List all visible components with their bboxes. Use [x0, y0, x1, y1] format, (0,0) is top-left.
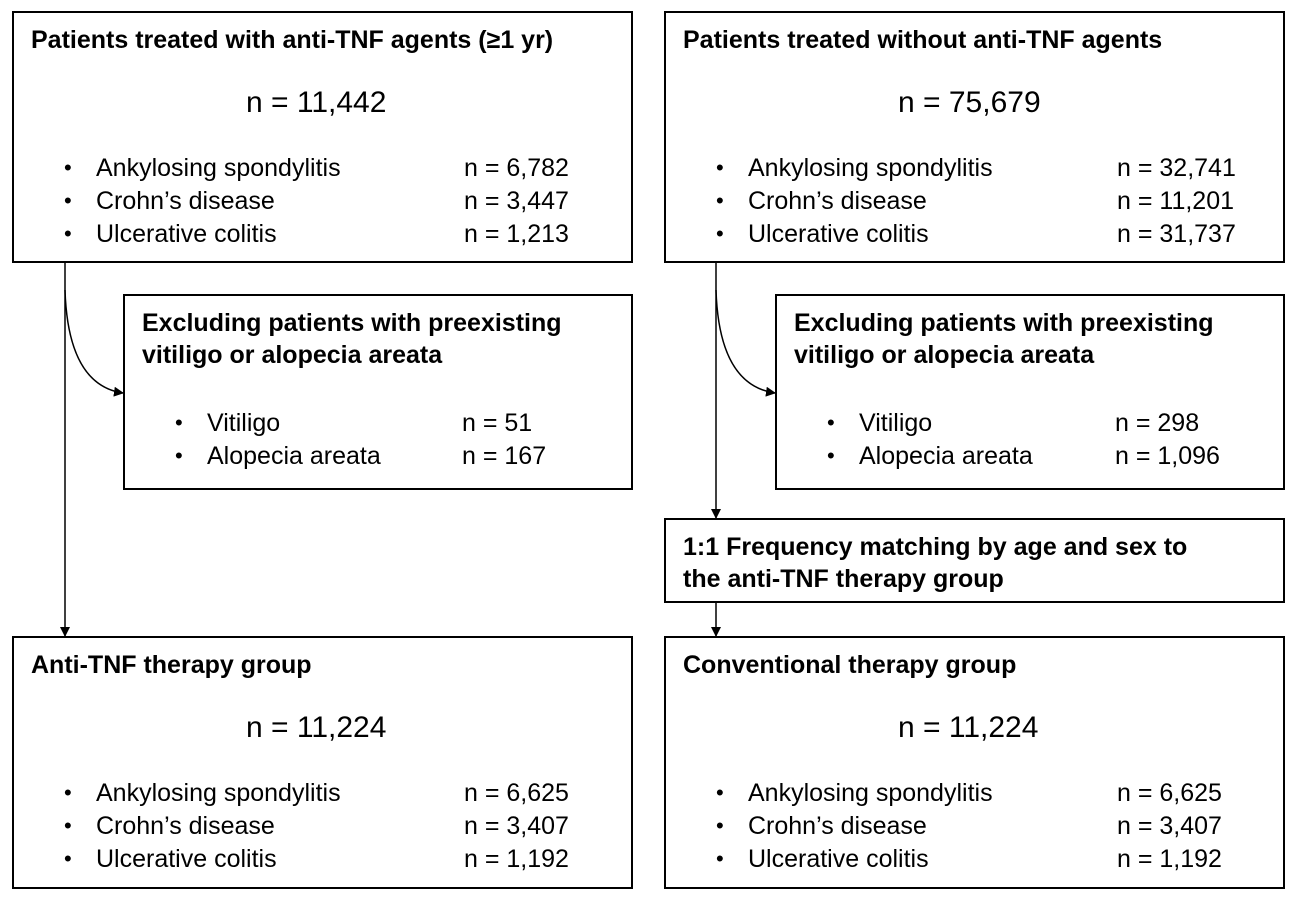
box-title-line1: Excluding patients with preexisting [142, 309, 562, 337]
box-exclusion-left: Excluding patients with preexisting viti… [123, 294, 633, 490]
box-title-line1: Excluding patients with preexisting [794, 309, 1214, 337]
bullet: • [64, 221, 72, 246]
list-item-label: Crohn’s disease [748, 812, 927, 840]
box-anti-tnf-therapy-group: Anti-TNF therapy group n = 11,224 • Anky… [12, 636, 633, 889]
list-item-value: n = 1,192 [1117, 845, 1222, 873]
bullet: • [716, 188, 724, 213]
total-count: n = 11,442 [246, 86, 387, 119]
box-title-line2: vitiligo or alopecia areata [142, 341, 443, 369]
list-item-label: Crohn’s disease [96, 812, 275, 840]
box-title: Patients treated with anti-TNF agents (≥… [31, 26, 554, 54]
box-anti-tnf-patients: Patients treated with anti-TNF agents (≥… [12, 11, 633, 263]
bullet: • [64, 780, 72, 805]
list-item-label: Alopecia areata [207, 442, 381, 470]
box-exclusion-right: Excluding patients with preexisting viti… [775, 294, 1285, 490]
list-item-label: Crohn’s disease [748, 187, 927, 215]
bullet: • [175, 410, 183, 435]
list-item-value: n = 1,213 [464, 220, 569, 248]
bullet: • [716, 846, 724, 871]
list-item-label: Ankylosing spondylitis [748, 154, 993, 182]
bullet: • [64, 155, 72, 180]
total-count: n = 11,224 [898, 711, 1039, 744]
list-item-label: Ulcerative colitis [96, 845, 277, 873]
list-item-label: Alopecia areata [859, 442, 1033, 470]
list-item-value: n = 6,625 [1117, 779, 1222, 807]
matching-line1: 1:1 Frequency matching by age and sex to [683, 533, 1188, 561]
list-item-value: n = 167 [462, 442, 547, 470]
list-item-label: Ankylosing spondylitis [748, 779, 993, 807]
box-non-anti-tnf-patients: Patients treated without anti-TNF agents… [664, 11, 1285, 263]
list-item-value: n = 11,201 [1117, 187, 1235, 215]
list-item-value: n = 1,096 [1115, 442, 1220, 470]
total-count: n = 75,679 [898, 86, 1041, 119]
list-item-value: n = 3,407 [464, 812, 569, 840]
list-item-label: Crohn’s disease [96, 187, 275, 215]
box-title-line2: vitiligo or alopecia areata [794, 341, 1095, 369]
list-item-value: n = 51 [462, 409, 533, 437]
matching-line2: the anti-TNF therapy group [683, 565, 1004, 593]
bullet: • [64, 846, 72, 871]
list-item-label: Vitiligo [207, 409, 281, 437]
box-title: Anti-TNF therapy group [31, 651, 312, 679]
bullet: • [827, 410, 835, 435]
list-item-label: Ankylosing spondylitis [96, 154, 341, 182]
bullet: • [175, 443, 183, 468]
box-frequency-matching: 1:1 Frequency matching by age and sex to… [664, 518, 1285, 603]
list-item-value: n = 6,782 [464, 154, 569, 182]
list-item-value: n = 6,625 [464, 779, 569, 807]
arrow-right-to-exclusion [715, 289, 776, 397]
list-item-value: n = 32,741 [1117, 154, 1236, 182]
box-title: Conventional therapy group [683, 651, 1017, 679]
list-item-label: Ulcerative colitis [748, 220, 929, 248]
bullet: • [716, 780, 724, 805]
list-item-value: n = 3,407 [1117, 812, 1222, 840]
list-item-label: Vitiligo [859, 409, 933, 437]
list-item-label: Ankylosing spondylitis [96, 779, 341, 807]
bullet: • [716, 221, 724, 246]
total-count: n = 11,224 [246, 711, 387, 744]
list-item-label: Ulcerative colitis [748, 845, 929, 873]
bullet: • [716, 813, 724, 838]
bullet: • [64, 813, 72, 838]
list-item-value: n = 298 [1115, 409, 1200, 437]
bullet: • [64, 188, 72, 213]
arrow-left-to-exclusion [64, 289, 124, 397]
list-item-value: n = 31,737 [1117, 220, 1236, 248]
bullet: • [716, 155, 724, 180]
list-item-value: n = 1,192 [464, 845, 569, 873]
box-title: Patients treated without anti-TNF agents [683, 26, 1163, 54]
box-conventional-therapy-group: Conventional therapy group n = 11,224 • … [664, 636, 1285, 889]
list-item-label: Ulcerative colitis [96, 220, 277, 248]
list-item-value: n = 3,447 [464, 187, 569, 215]
bullet: • [827, 443, 835, 468]
